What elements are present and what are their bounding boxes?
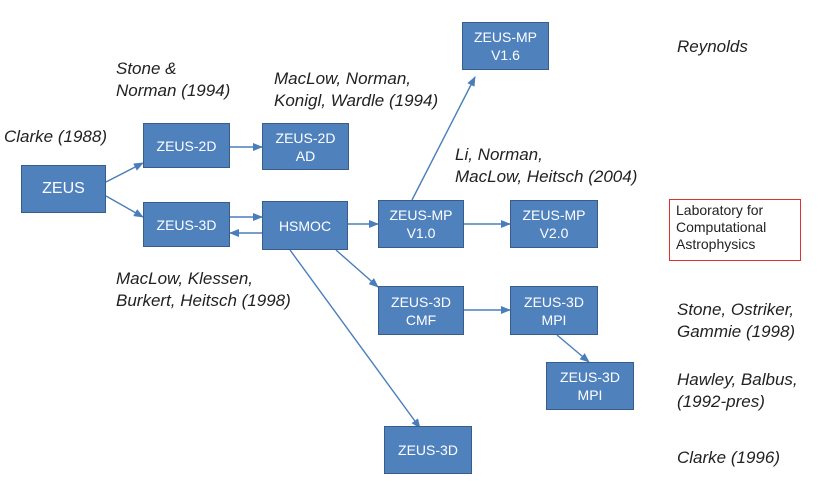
- node-hsmoc: HSMOC: [262, 201, 348, 250]
- arrow-zeus-to-zeus-3d: [105, 195, 144, 218]
- label-stone-norman: Stone & Norman (1994): [116, 59, 231, 100]
- arrow-hsmoc-to-zeus-3d-cmf: [335, 249, 379, 288]
- arrow-zeus-3d-mpi-to-zeus-3d-mpi-2: [556, 334, 590, 363]
- arrow-zeus-mp-v10-to-zeus-mp-v16: [411, 76, 476, 201]
- label-hawley-balbus: Hawley, Balbus, (1992-pres): [677, 370, 798, 411]
- lca-label-box: Laboratory for Computational Astrophysic…: [669, 199, 801, 261]
- label-reynolds: Reynolds: [677, 37, 748, 56]
- node-zeus-mp-v10: ZEUS-MP V1.0: [378, 200, 464, 248]
- node-zeus-3d-bottom: ZEUS-3D: [384, 426, 472, 474]
- label-stone-ostriker: Stone, Ostriker, Gammie (1998): [677, 300, 796, 341]
- label-clarke-1988: Clarke (1988): [4, 127, 107, 146]
- node-zeus-3d-cmf: ZEUS-3D CMF: [378, 286, 464, 335]
- label-maclow-klessen: MacLow, Klessen, Burkert, Heitsch (1998): [116, 269, 291, 310]
- label-maclow-norman: MacLow, Norman, Konigl, Wardle (1994): [274, 69, 439, 110]
- node-zeus: ZEUS: [21, 165, 106, 213]
- arrow-zeus-to-zeus-2d: [105, 162, 144, 183]
- node-zeus-2d: ZEUS-2D: [143, 123, 230, 168]
- node-zeus-3d-mpi-2: ZEUS-3D MPI: [546, 362, 634, 410]
- node-zeus-mp-v16: ZEUS-MP V1.6: [462, 22, 549, 70]
- node-zeus-3d: ZEUS-3D: [143, 202, 230, 247]
- label-clarke-1996: Clarke (1996): [677, 448, 780, 467]
- node-zeus-2d-ad: ZEUS-2D AD: [262, 123, 349, 170]
- node-zeus-3d-mpi: ZEUS-3D MPI: [510, 286, 598, 335]
- label-li-norman: Li, Norman, MacLow, Heitsch (2004): [455, 145, 638, 186]
- arrow-hsmoc-to-zeus-3d-bottom: [289, 249, 421, 429]
- node-zeus-mp-v20: ZEUS-MP V2.0: [510, 200, 598, 248]
